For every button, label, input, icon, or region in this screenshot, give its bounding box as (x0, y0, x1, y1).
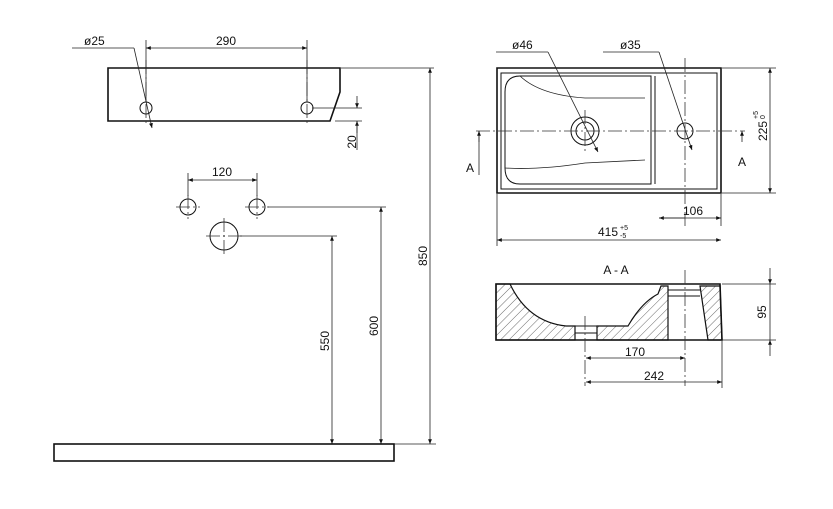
section-view: A - A 95 170 242 (495, 263, 776, 388)
dim-600-label: 600 (367, 316, 381, 336)
wall-layout: 120 550 600 850 (53, 67, 436, 462)
dim-95-label: 95 (755, 305, 769, 319)
dim-225-tol-upper: +5 (753, 111, 760, 119)
floor-slab (53, 443, 395, 462)
dim-290-label: 290 (216, 34, 236, 48)
dim-o35-label: ø35 (620, 38, 641, 52)
front-view: 290 ø25 20 (72, 34, 362, 150)
section-mark-right: A (738, 155, 746, 169)
dim-550-label: 550 (318, 331, 332, 351)
section-title: A - A (603, 263, 628, 277)
dim-415-tol-lower: -5 (620, 233, 626, 240)
dim-850-label: 850 (416, 246, 430, 266)
section-left-wall (495, 283, 576, 341)
dim-225-tol-lower: 0 (760, 115, 767, 119)
dim-106-label: 106 (683, 204, 703, 218)
plan-view: A A ø46 ø35 225 +5 0 106 415 +5 -5 (466, 38, 776, 246)
dim-170-label: 170 (625, 345, 645, 359)
dim-o46-label: ø46 (512, 38, 533, 52)
dim-242-label: 242 (644, 369, 664, 383)
dim-120-label: 120 (212, 165, 232, 179)
section-mark-left: A (466, 161, 474, 175)
basin-front-outline (107, 67, 341, 122)
dim-o25-label: ø25 (84, 34, 105, 48)
dim-225-label: 225 (756, 121, 770, 141)
dim-415-label: 415 (598, 225, 618, 239)
bowl-outline (504, 75, 652, 185)
dim-20-label: 20 (345, 135, 359, 149)
section-right-wall (699, 285, 723, 341)
section-mid-wall (596, 285, 669, 341)
basin-plan-outline (496, 67, 722, 194)
dim-415-tol-upper: +5 (620, 225, 628, 232)
